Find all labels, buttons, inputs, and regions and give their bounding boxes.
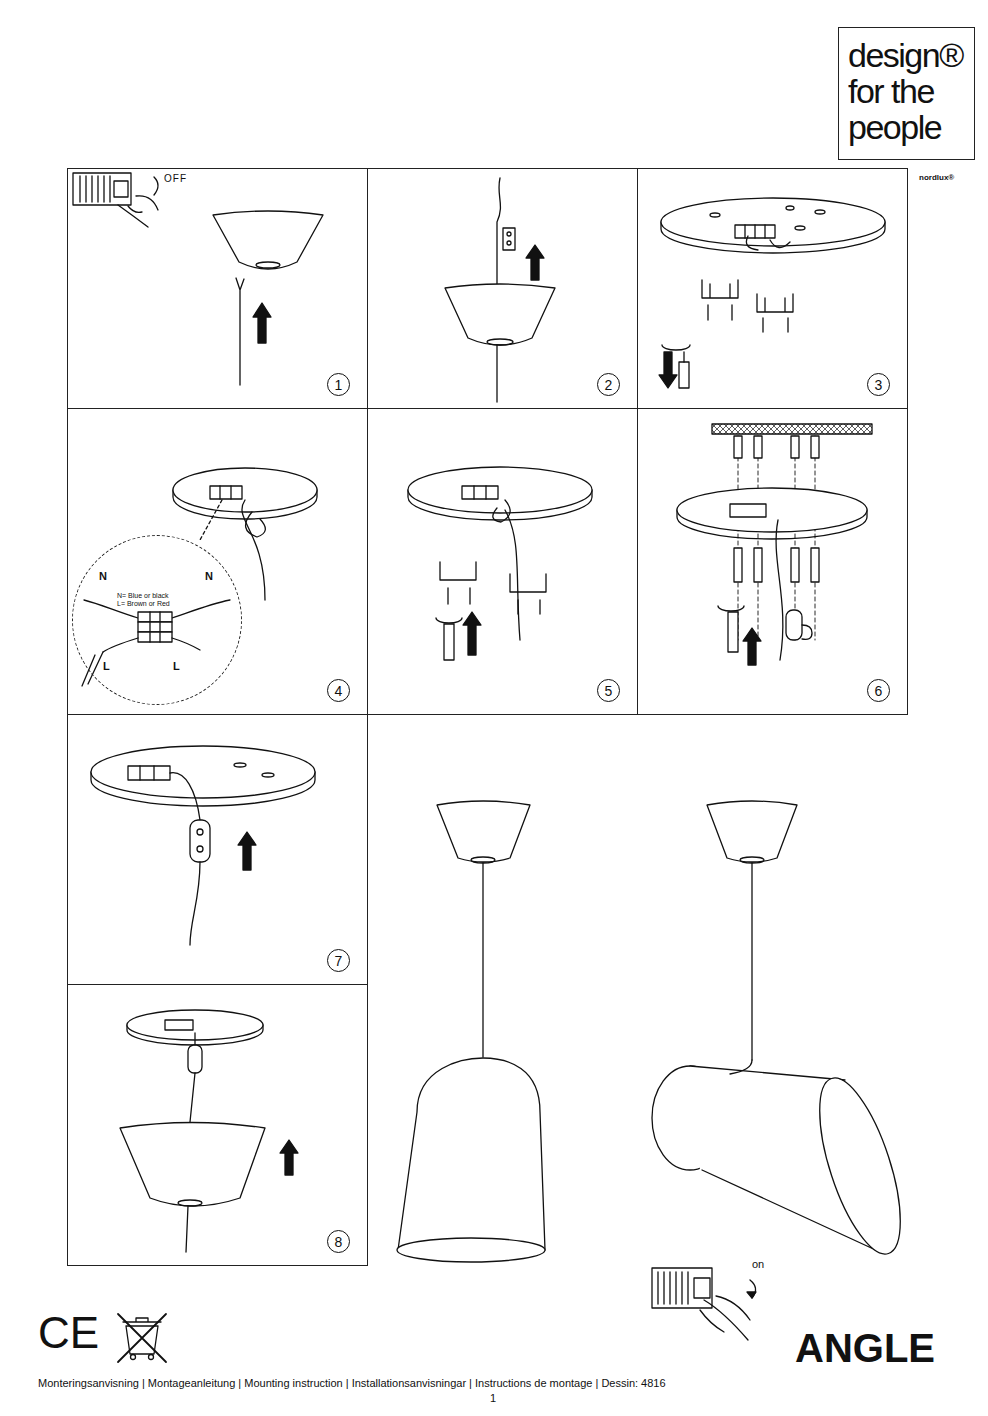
terminal-label: N: [205, 570, 213, 582]
footer-caption: Monteringsanvisning | Montageanleitung |…: [38, 1377, 666, 1389]
terminal-label: N: [99, 570, 107, 582]
page-number: 1: [490, 1393, 496, 1404]
step-panel: 2: [367, 168, 638, 409]
terminal-label: L: [103, 660, 110, 672]
brand-logo-text: design® for the people: [848, 37, 984, 145]
switch-state: OFF: [164, 174, 187, 184]
conformity-mark: CE: [38, 1311, 99, 1355]
step-number: 7: [327, 949, 350, 972]
brand-logo-box: design® for the people: [838, 27, 975, 160]
wire-colour-note: L= Brown or Red: [117, 600, 170, 608]
product-name: ANGLE: [795, 1326, 935, 1370]
step-number: 8: [327, 1230, 350, 1253]
step-panel: 3: [637, 168, 908, 409]
step-number: 4: [327, 679, 350, 702]
wiring-detail-circle: N= Blue or blackL= Brown or Red N N L L: [72, 535, 242, 705]
step-number: 2: [597, 373, 620, 396]
step-number: 1: [327, 373, 350, 396]
switch-state: on: [752, 1259, 764, 1270]
step-number: 6: [867, 679, 890, 702]
step-panel: 7: [67, 714, 368, 985]
wire-colour-note: N= Blue or black: [117, 592, 169, 600]
step-panel: 1: [67, 168, 368, 409]
step-panel: 6: [637, 408, 908, 715]
step-panel: 8: [67, 984, 368, 1266]
brand-name: nordlux®: [919, 174, 954, 182]
step-number: 3: [867, 373, 890, 396]
terminal-label: L: [173, 660, 180, 672]
step-number: 5: [597, 679, 620, 702]
step-panel: 5: [367, 408, 638, 715]
step-panel: 4 N= Blue or blackL= Brown or Red N N L L: [67, 408, 368, 715]
